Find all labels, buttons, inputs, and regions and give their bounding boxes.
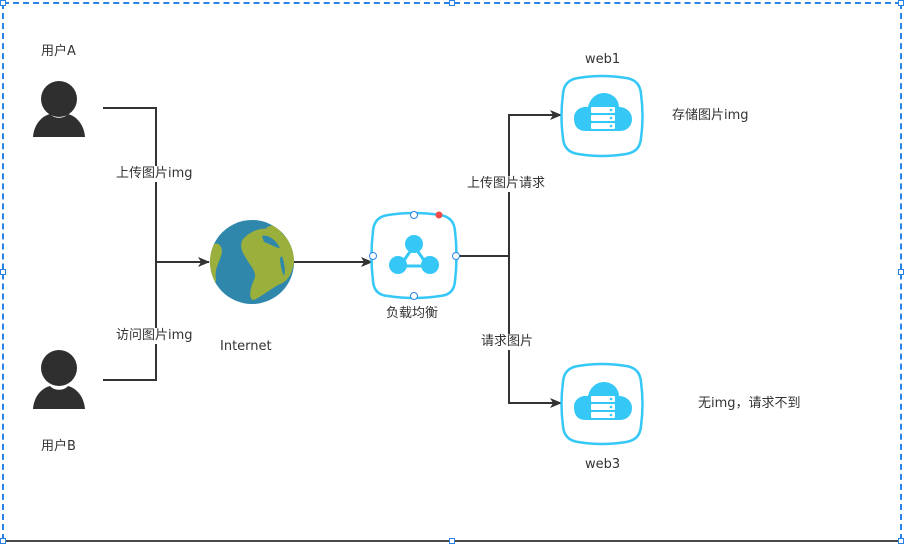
user-a-icon[interactable] xyxy=(33,81,85,137)
resize-handle-bottom-right[interactable] xyxy=(898,538,904,544)
resize-handle-top-left[interactable] xyxy=(0,0,6,6)
user-b-label: 用户B xyxy=(41,439,76,454)
connector-user-b[interactable] xyxy=(103,262,157,381)
marker-dot xyxy=(435,211,443,219)
globe-icon[interactable] xyxy=(208,220,294,304)
resize-handle-top[interactable] xyxy=(449,0,455,6)
load-balancer-node[interactable] xyxy=(369,211,460,300)
cloud-server-icon xyxy=(574,382,632,420)
cloud-server-icon xyxy=(574,93,632,131)
edge-label-access-img: 访问图片img xyxy=(115,328,194,344)
web1-label: web1 xyxy=(585,52,621,67)
web3-label: web3 xyxy=(585,457,621,472)
resize-handle-bottom[interactable] xyxy=(449,538,455,544)
web1-node[interactable] xyxy=(560,74,644,158)
resize-handle-top-right[interactable] xyxy=(898,0,904,6)
user-b-icon[interactable] xyxy=(33,350,85,409)
internet-label: Internet xyxy=(220,339,272,354)
connector-user-a[interactable] xyxy=(103,107,157,262)
edge-label-upload-img: 上传图片img xyxy=(115,166,194,182)
edge-label-request-img: 请求图片 xyxy=(480,334,535,350)
edge-label-upload-request: 上传图片请求 xyxy=(466,176,547,192)
resize-handle-bottom-left[interactable] xyxy=(0,538,6,544)
connector-lb-to-web3[interactable] xyxy=(508,256,562,408)
load-balancer-label: 负载均衡 xyxy=(386,306,439,321)
user-a-label: 用户A xyxy=(41,44,76,59)
web3-node[interactable] xyxy=(560,362,644,446)
resize-handle-right[interactable] xyxy=(898,269,904,275)
load-balancer-icon xyxy=(389,235,439,274)
web1-note: 存储图片img xyxy=(672,108,749,123)
resize-handle-left[interactable] xyxy=(0,269,6,275)
web3-note: 无img，请求不到 xyxy=(698,396,801,411)
